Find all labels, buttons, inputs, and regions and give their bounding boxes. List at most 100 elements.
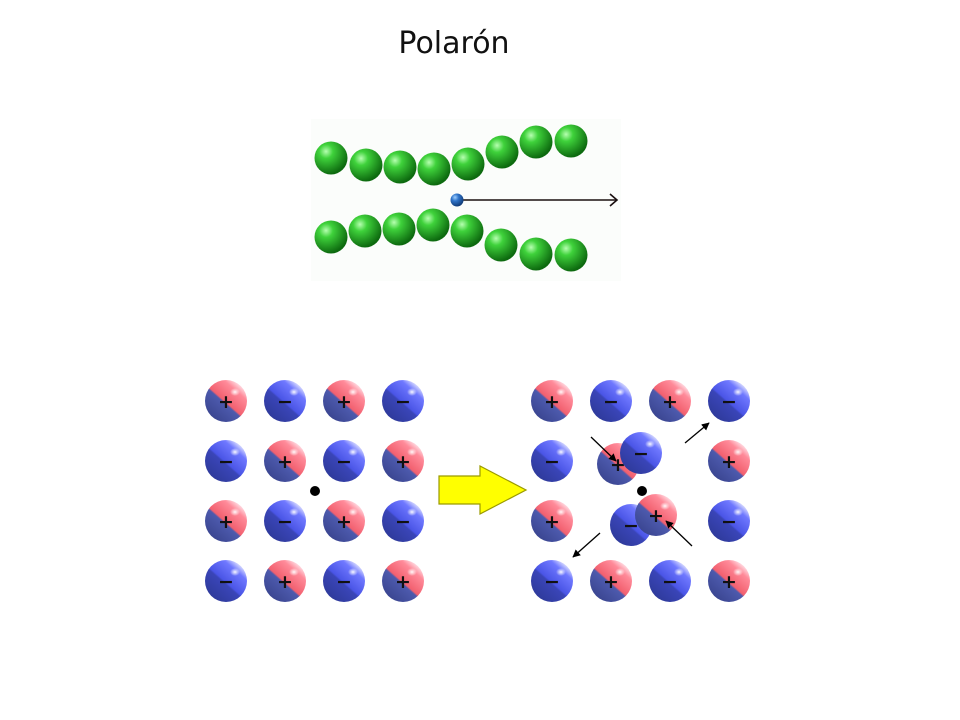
displacement-arrow-icon [572,532,601,558]
anion-minus-icon: − [382,380,424,422]
ion-highlight [407,568,417,576]
displacement-arrow-icon [684,422,710,444]
ion-highlight [556,448,566,456]
ion-chain-illustration [311,119,621,281]
ion-highlight [733,508,743,516]
ion-highlight [348,568,358,576]
ion-charge-label: − [336,451,352,473]
ion-highlight [348,448,358,456]
ion-highlight [733,568,743,576]
green-ion-sphere-icon [382,212,416,246]
lower-ion-chain [314,208,588,272]
anion-minus-icon: − [323,560,365,602]
anion-minus-icon: − [620,432,662,474]
ion-highlight [733,388,743,396]
ion-charge-label: + [218,511,234,533]
green-ion-sphere-icon [314,220,348,254]
green-ion-sphere-icon [519,125,553,159]
ion-highlight [645,440,655,448]
cation-plus-icon: + [323,380,365,422]
ion-highlight [407,508,417,516]
ion-highlight [230,388,240,396]
anion-minus-icon: − [531,560,573,602]
cation-plus-icon: + [531,500,573,542]
ion-charge-label: + [544,391,560,413]
ion-charge-label: − [218,571,234,593]
ion-charge-label: − [662,571,678,593]
ion-highlight [556,508,566,516]
ion-charge-label: + [277,571,293,593]
ion-charge-label: − [721,391,737,413]
ion-highlight [660,502,670,510]
ion-highlight [615,568,625,576]
cation-plus-icon: + [708,560,750,602]
electron-dot-icon [637,486,647,496]
anion-minus-icon: − [708,380,750,422]
ion-charge-label: − [544,451,560,473]
ion-charge-label: − [633,443,649,465]
anion-minus-icon: − [323,440,365,482]
ion-highlight [615,388,625,396]
green-ion-sphere-icon [485,135,519,169]
ion-highlight [348,508,358,516]
upper-ion-chain [314,124,588,186]
ion-charge-label: + [544,511,560,533]
cation-plus-icon: + [590,560,632,602]
green-ion-sphere-icon [519,237,553,271]
displacement-arrows [572,422,710,558]
green-ion-sphere-icon [554,124,588,158]
cation-plus-icon: + [205,500,247,542]
green-ion-sphere-icon [416,208,450,242]
ion-charge-label: − [277,391,293,413]
displacement-arrow-icon [665,520,693,547]
ion-charge-label: − [395,511,411,533]
lattice-after: +−+−−+−++−+−−+−+ [531,380,750,602]
ion-highlight [230,568,240,576]
green-ion-sphere-icon [450,214,484,248]
slide-title: Polarón [398,26,510,61]
green-ion-sphere-icon [314,141,348,175]
ion-charge-label: + [721,451,737,473]
ion-highlight [230,508,240,516]
ion-charge-label: − [218,451,234,473]
cation-plus-icon: + [205,380,247,422]
anion-minus-icon: − [264,380,306,422]
cation-plus-icon: + [382,560,424,602]
ion-charge-label: − [603,391,619,413]
ion-highlight [230,448,240,456]
green-ion-sphere-icon [451,147,485,181]
cation-plus-icon: + [382,440,424,482]
ion-highlight [407,388,417,396]
ion-charge-label: + [662,391,678,413]
ion-charge-label: + [721,571,737,593]
ion-highlight [556,388,566,396]
ion-charge-label: + [277,451,293,473]
electron-dot-icon [310,486,320,496]
electron-dot-icon [450,193,464,207]
green-ion-sphere-icon [349,148,383,182]
ion-highlight [556,568,566,576]
arrow-head-icon [609,193,619,207]
ion-charge-label: − [623,515,639,537]
green-ion-sphere-icon [417,152,451,186]
displacement-arrow-icon [590,436,617,462]
ion-charge-label: + [395,571,411,593]
ion-highlight [289,448,299,456]
anion-minus-icon: − [531,440,573,482]
ion-charge-label: − [395,391,411,413]
green-ion-sphere-icon [554,238,588,272]
yellow-block-arrow-icon [438,465,528,515]
cation-plus-icon: + [264,440,306,482]
ion-charge-label: + [648,505,664,527]
ion-charge-label: − [721,511,737,533]
anion-minus-icon: − [590,380,632,422]
ion-highlight [289,568,299,576]
cation-plus-icon: + [649,380,691,422]
ion-chain-svg [314,124,619,272]
ion-highlight [407,448,417,456]
green-ion-sphere-icon [383,150,417,184]
cation-plus-icon: + [531,380,573,422]
ion-highlight [348,388,358,396]
ion-charge-label: + [336,391,352,413]
